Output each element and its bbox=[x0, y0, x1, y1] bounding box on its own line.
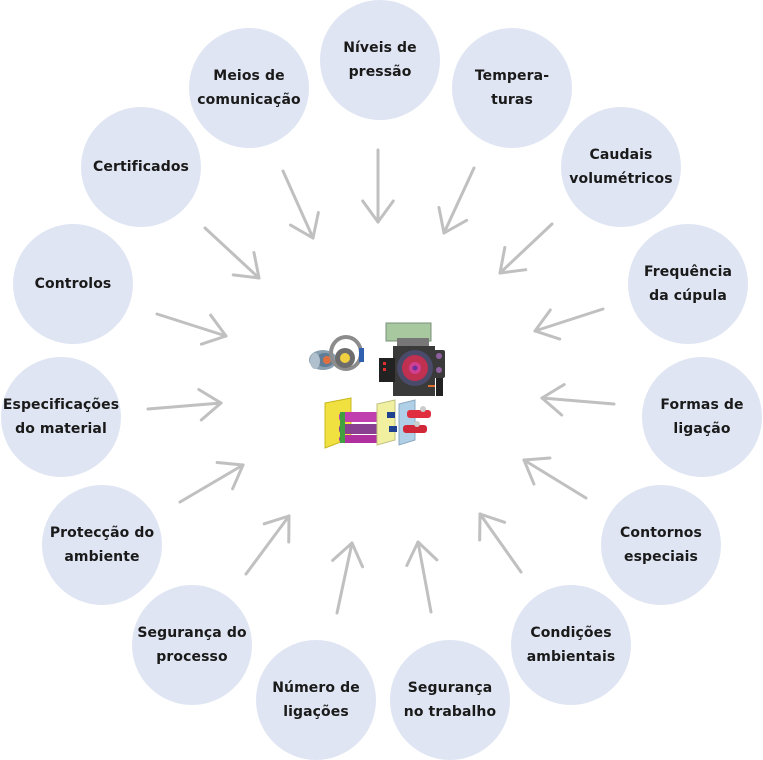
node-caudais-volumetricos: Caudais volumétricos bbox=[561, 107, 681, 227]
node-frequencia-cupula: Frequência da cúpula bbox=[628, 224, 748, 344]
arrow-contornos-especiais bbox=[522, 456, 588, 500]
arrow-seguranca-trabalho bbox=[405, 540, 439, 614]
node-label: Especificações do material bbox=[2, 397, 120, 437]
node-especificacoes-material: Especificações do material bbox=[1, 357, 121, 477]
node-label: Contornos especiais bbox=[620, 525, 702, 565]
rotary-distributor-icon bbox=[379, 322, 445, 396]
arrow-seguranca-processo bbox=[244, 514, 291, 576]
node-proteccao-ambiente: Protecção do ambiente bbox=[42, 485, 162, 605]
manifold-assembly-icon bbox=[324, 397, 431, 449]
arrow-frequencia-cupula bbox=[533, 307, 605, 341]
node-label: Formas de ligação bbox=[660, 397, 744, 437]
node-label: Número de ligações bbox=[272, 680, 360, 720]
arrow-condicoes-ambientais bbox=[478, 512, 523, 574]
arrow-formas-ligacao bbox=[540, 383, 616, 417]
handwheel-icon bbox=[329, 335, 364, 371]
node-label: Tempera- turas bbox=[474, 68, 550, 108]
node-numero-ligacoes: Número de ligações bbox=[256, 640, 376, 760]
node-certificados: Certificados bbox=[81, 107, 201, 227]
node-label: Protecção do ambiente bbox=[49, 525, 155, 565]
arrow-controlos bbox=[155, 312, 228, 346]
arrow-caudais-volumetricos bbox=[498, 222, 554, 275]
node-temperaturas: Tempera- turas bbox=[452, 28, 572, 148]
arrow-meios-comunicacao bbox=[281, 169, 320, 240]
node-label: Certificados bbox=[93, 159, 189, 175]
arrow-numero-ligacoes bbox=[331, 541, 365, 615]
node-seguranca-trabalho: Segurança no trabalho bbox=[390, 640, 510, 760]
arrow-niveis-pressao bbox=[361, 148, 395, 224]
center-product-illustration bbox=[303, 308, 453, 453]
node-contornos-especiais: Contornos especiais bbox=[601, 485, 721, 605]
node-meios-comunicacao: Meios de comunicação bbox=[189, 28, 309, 148]
arrow-especificacoes-material bbox=[146, 387, 223, 422]
node-label: Segurança do processo bbox=[137, 625, 247, 665]
arrow-proteccao-ambiente bbox=[178, 460, 245, 504]
node-label: Níveis de pressão bbox=[343, 40, 417, 80]
arrow-temperaturas bbox=[437, 166, 476, 235]
arrow-certificados bbox=[203, 226, 261, 280]
node-controlos: Controlos bbox=[13, 224, 133, 344]
node-label: Meios de comunicação bbox=[197, 68, 301, 108]
node-label: Caudais volumétricos bbox=[569, 147, 673, 187]
node-label: Condições ambientais bbox=[526, 625, 616, 665]
node-label: Controlos bbox=[34, 276, 112, 292]
node-label: Frequência da cúpula bbox=[643, 264, 733, 304]
node-condicoes-ambientais: Condições ambientais bbox=[511, 585, 631, 705]
node-niveis-pressao: Níveis de pressão bbox=[320, 0, 440, 120]
node-label: Segurança no trabalho bbox=[403, 680, 497, 720]
node-seguranca-processo: Segurança do processo bbox=[132, 585, 252, 705]
node-formas-ligacao: Formas de ligação bbox=[642, 357, 762, 477]
